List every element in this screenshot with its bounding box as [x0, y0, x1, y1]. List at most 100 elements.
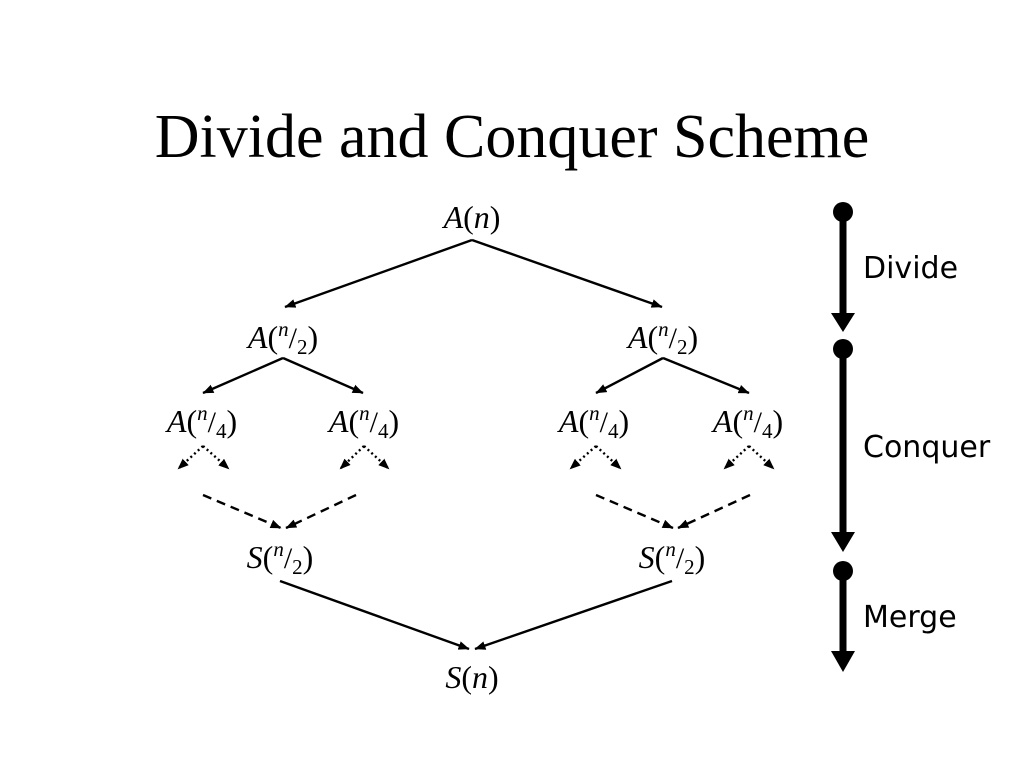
dashed-edge-left-b	[285, 493, 357, 530]
node-root: A(n)	[442, 199, 501, 235]
merge-edges	[279, 579, 673, 651]
node-quarter-4: A(n/4)	[711, 401, 783, 443]
node-function: A	[165, 403, 187, 439]
fraction-denominator: 4	[378, 419, 389, 443]
node-function: A	[711, 403, 733, 439]
edge-right-merge-to-result	[474, 579, 673, 651]
dashed-edge-left-a	[202, 493, 282, 530]
close-paren: )	[695, 539, 706, 575]
dotted-edge-q3-left	[569, 445, 597, 470]
close-paren: )	[307, 319, 318, 355]
open-paren: (	[463, 199, 474, 235]
node-half-left: A(n/2)	[246, 317, 318, 359]
dotted-edge-q3-right	[595, 445, 622, 470]
phase-label-merge: Merge	[863, 600, 957, 635]
dashed-edge-right-a	[595, 493, 674, 530]
fraction-denominator: 4	[762, 419, 773, 443]
dotted-edge-q1-right	[202, 445, 230, 470]
fraction-denominator: 2	[684, 555, 695, 579]
open-paren: (	[348, 403, 359, 439]
node-merged-half-right: S(n/2)	[639, 537, 706, 579]
phase-label-divide: Divide	[863, 251, 958, 286]
open-paren: (	[267, 319, 278, 355]
dashed-edge-right-b	[677, 493, 751, 530]
merge-dashed-edges	[202, 493, 751, 530]
node-half-right: A(n/2)	[626, 317, 698, 359]
fraction-slash: /	[289, 322, 298, 355]
open-paren: (	[655, 539, 666, 575]
recursion-dotted-edges	[177, 445, 775, 470]
dotted-edge-q2-left	[339, 445, 365, 470]
edge-left-half-to-quarter-1	[202, 356, 284, 395]
edge-right-half-to-quarter-4	[662, 356, 750, 395]
close-paren: )	[772, 403, 783, 439]
phase-conquer: Conquer	[831, 339, 991, 552]
fraction-slash: /	[676, 542, 685, 575]
close-paren: )	[303, 539, 314, 575]
node-argument: n	[472, 659, 488, 695]
fraction-numerator: n	[743, 401, 754, 425]
dotted-edge-q4-left	[723, 445, 750, 470]
node-merged-half-left: S(n/2)	[247, 537, 314, 579]
phase-divide: Divide	[831, 202, 958, 332]
open-paren: (	[461, 659, 472, 695]
close-paren: )	[687, 319, 698, 355]
open-paren: (	[732, 403, 743, 439]
fraction-numerator: n	[197, 401, 208, 425]
node-function: A	[246, 319, 268, 355]
fraction-denominator: 2	[677, 335, 688, 359]
node-function: A	[327, 403, 349, 439]
fraction-slash: /	[669, 322, 678, 355]
fraction-slash: /	[370, 406, 379, 439]
node-argument: n	[474, 199, 490, 235]
close-paren: )	[488, 659, 499, 695]
down-arrow-icon	[831, 532, 855, 552]
phase-start-dot	[833, 561, 853, 581]
fraction-numerator: n	[665, 537, 676, 561]
down-arrow-icon	[831, 313, 855, 332]
open-paren: (	[263, 539, 274, 575]
node-function: A	[626, 319, 648, 355]
divide-edges	[202, 238, 750, 395]
node-function: A	[442, 199, 464, 235]
fraction-slash: /	[284, 542, 293, 575]
fraction-denominator: 2	[292, 555, 303, 579]
edge-right-half-to-quarter-3	[595, 356, 664, 395]
fraction-numerator: n	[278, 317, 289, 341]
fraction-numerator: n	[273, 537, 284, 561]
down-arrow-icon	[831, 651, 855, 672]
slide-title: Divide and Conquer Scheme	[155, 103, 870, 171]
phase-start-dot	[833, 339, 853, 359]
phase-merge: Merge	[831, 561, 957, 672]
node-function: S	[445, 659, 461, 695]
fraction-slash: /	[754, 406, 763, 439]
edge-root-to-right-half	[471, 238, 663, 309]
node-function: S	[247, 539, 263, 575]
open-paren: (	[578, 403, 589, 439]
dotted-edge-q2-right	[363, 445, 390, 470]
open-paren: (	[647, 319, 658, 355]
node-function: S	[639, 539, 655, 575]
close-paren: )	[226, 403, 237, 439]
edge-root-to-left-half	[284, 238, 473, 309]
node-result: S(n)	[445, 659, 498, 695]
close-paren: )	[618, 403, 629, 439]
node-quarter-2: A(n/4)	[327, 401, 399, 443]
fraction-numerator: n	[589, 401, 600, 425]
close-paren: )	[388, 403, 399, 439]
close-paren: )	[490, 199, 501, 235]
edge-left-merge-to-result	[279, 579, 470, 651]
fraction-denominator: 4	[608, 419, 619, 443]
fraction-slash: /	[600, 406, 609, 439]
edge-left-half-to-quarter-2	[282, 356, 364, 395]
fraction-denominator: 4	[216, 419, 227, 443]
node-quarter-1: A(n/4)	[165, 401, 237, 443]
phase-start-dot	[833, 202, 853, 222]
fraction-denominator: 2	[297, 335, 308, 359]
dotted-edge-q4-right	[748, 445, 775, 470]
node-quarter-3: A(n/4)	[557, 401, 629, 443]
fraction-slash: /	[208, 406, 217, 439]
fraction-numerator: n	[658, 317, 669, 341]
fraction-numerator: n	[359, 401, 370, 425]
